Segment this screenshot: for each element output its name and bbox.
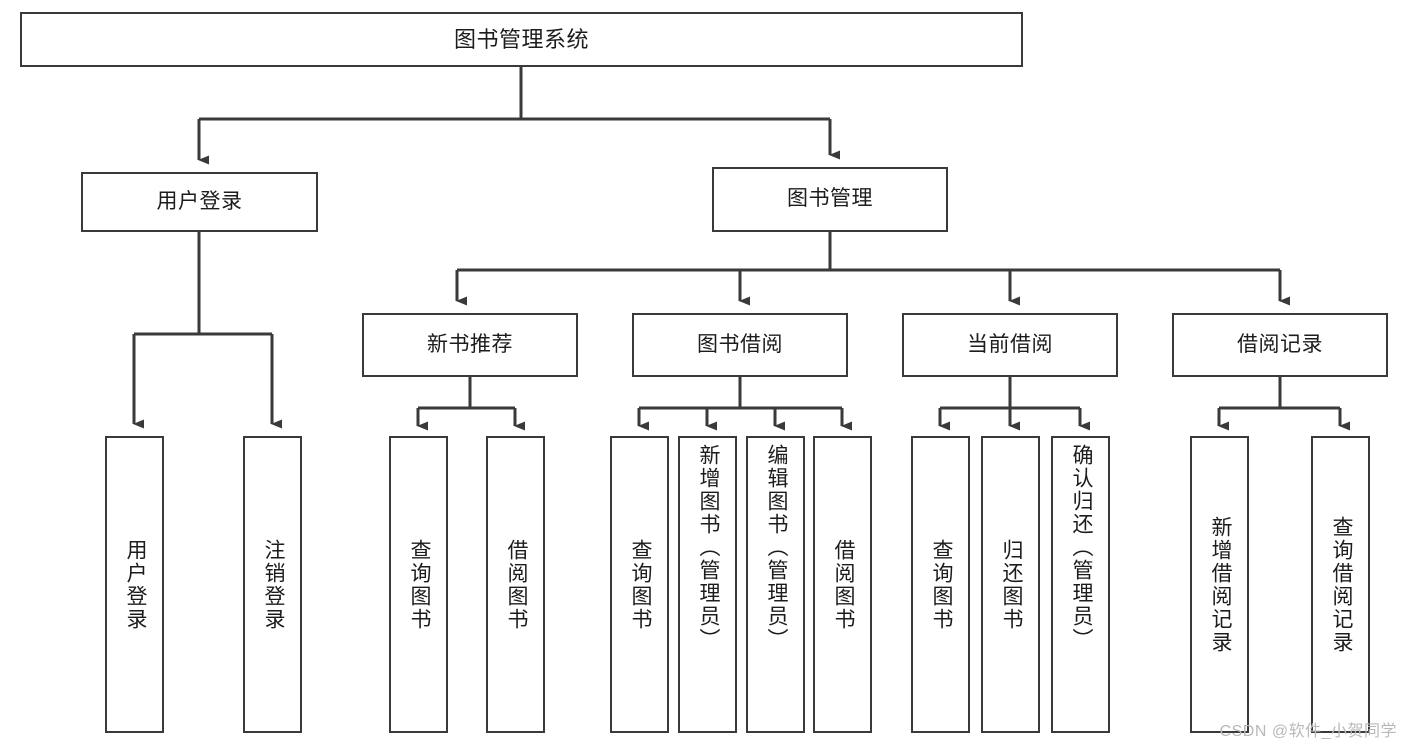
node-book-management[interactable]: 图书管理 bbox=[712, 167, 948, 232]
node-label: 查询图书 bbox=[407, 538, 431, 631]
node-label: 查询借阅记录 bbox=[1329, 515, 1353, 654]
node-label: 借阅记录 bbox=[1237, 332, 1323, 356]
node-label: 注销登录 bbox=[261, 538, 285, 631]
leaf-borrow-book[interactable]: 借阅图书 bbox=[813, 436, 872, 733]
node-label: 用户登录 bbox=[123, 538, 147, 631]
node-label: 新书推荐 bbox=[427, 332, 513, 356]
node-label: 图书借阅 bbox=[697, 332, 783, 356]
leaf-query-book-current[interactable]: 查询图书 bbox=[911, 436, 970, 733]
leaf-query-borrow-record[interactable]: 查询借阅记录 bbox=[1311, 436, 1370, 733]
node-label: 图书管理系统 bbox=[453, 26, 589, 52]
node-label: 借阅图书 bbox=[831, 538, 855, 631]
node-new-book-recommendation[interactable]: 新书推荐 bbox=[362, 313, 578, 377]
leaf-user-logout[interactable]: 注销登录 bbox=[243, 436, 302, 733]
node-label: 归还图书 bbox=[999, 538, 1023, 631]
node-label: 新增图书（管理员） bbox=[696, 444, 720, 651]
node-current-borrow[interactable]: 当前借阅 bbox=[902, 313, 1118, 377]
leaf-add-book-admin[interactable]: 新增图书（管理员） bbox=[678, 436, 737, 733]
leaf-add-borrow-record[interactable]: 新增借阅记录 bbox=[1190, 436, 1249, 733]
node-label: 确认归还（管理员） bbox=[1069, 444, 1093, 651]
leaf-confirm-return-admin[interactable]: 确认归还（管理员） bbox=[1051, 436, 1110, 733]
node-user-login[interactable]: 用户登录 bbox=[81, 172, 318, 232]
node-book-borrow[interactable]: 图书借阅 bbox=[632, 313, 848, 377]
node-label: 查询图书 bbox=[929, 538, 953, 631]
watermark: CSDN @软件_小贺同学 bbox=[1219, 723, 1397, 740]
leaf-user-login[interactable]: 用户登录 bbox=[105, 436, 164, 733]
leaf-return-book[interactable]: 归还图书 bbox=[981, 436, 1040, 733]
leaf-query-book-recommendation[interactable]: 查询图书 bbox=[389, 436, 448, 733]
node-label: 图书管理 bbox=[787, 187, 873, 211]
node-label: 编辑图书（管理员） bbox=[764, 444, 788, 651]
node-root-system[interactable]: 图书管理系统 bbox=[20, 12, 1023, 67]
node-label: 当前借阅 bbox=[967, 332, 1053, 356]
node-label: 新增借阅记录 bbox=[1208, 515, 1232, 654]
node-label: 借阅图书 bbox=[504, 538, 528, 631]
leaf-edit-book-admin[interactable]: 编辑图书（管理员） bbox=[746, 436, 805, 733]
node-label: 用户登录 bbox=[156, 189, 243, 213]
leaf-query-book-borrow[interactable]: 查询图书 bbox=[610, 436, 669, 733]
node-borrow-record[interactable]: 借阅记录 bbox=[1172, 313, 1388, 377]
leaf-borrow-book-recommendation[interactable]: 借阅图书 bbox=[486, 436, 545, 733]
node-label: 查询图书 bbox=[628, 538, 652, 631]
